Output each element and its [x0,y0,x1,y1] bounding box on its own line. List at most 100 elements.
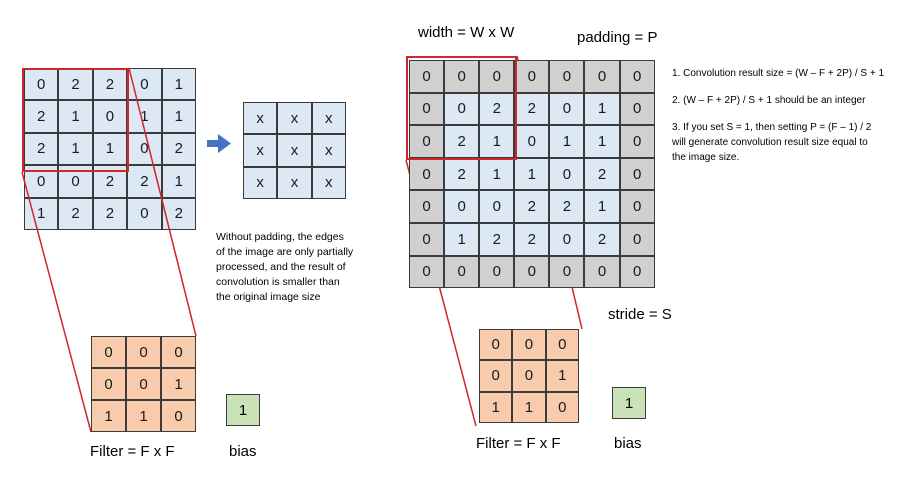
grid-cell: 1 [512,391,546,423]
note-line: will generate convolution result size eq… [672,137,868,148]
grid-cell: 0 [479,190,515,223]
grid-cell: 2 [444,157,480,191]
grid-cell: 1 [126,400,161,432]
grid-cell: 2 [514,190,550,223]
grid-cell: 0 [619,157,655,191]
grid-cell: x [243,166,278,199]
grid-cell: 0 [444,190,480,223]
grid-cell: 0 [161,336,196,368]
grid-cell: 0 [545,329,579,361]
grid-cell: 0 [479,329,513,361]
grid-cell: 1 [161,100,196,133]
grid-cell: 0 [479,360,513,392]
grid-cell: x [277,102,312,135]
grid-cell: 0 [619,92,655,126]
grid-cell: 1 [584,92,620,126]
grid-cell: 0 [409,60,445,93]
grid-cell: 0 [479,255,515,289]
note-line: processed, and the result of [216,261,346,273]
note-line: 1. Convolution result size = (W – F + 2P… [672,68,885,79]
projection-line [128,67,197,337]
grid-cell: 2 [92,197,128,230]
grid-cell: 0 [512,360,546,392]
projection-line [21,171,92,433]
grid-cell: 2 [127,165,162,198]
grid-cell: 1 [92,132,128,166]
grid-cell: 1 [545,360,579,392]
grid-cell: 0 [619,125,655,158]
grid-cell: 0 [409,222,445,256]
note-line: 2. (W – F + 2P) / S + 1 should be an int… [672,95,866,106]
grid-cell: 0 [126,336,161,368]
grid-cell: x [311,102,346,135]
grid-cell: 0 [514,125,550,158]
grid-cell: 0 [409,125,445,158]
grid-cell: 2 [161,197,196,230]
grid-cell: 0 [409,190,445,223]
grid-cell: 0 [512,329,546,361]
width-label: width = W x W [418,24,515,41]
grid-cell: 1 [161,165,196,198]
grid-cell: 2 [514,92,550,126]
grid-cell: x [277,134,312,167]
receptive-field-highlight [22,68,129,172]
grid-cell: 2 [58,197,93,230]
grid-cell: 2 [479,222,515,256]
grid-cell: 0 [92,100,128,133]
note-line: the original image size [216,291,321,303]
grid-cell: 0 [549,255,585,289]
grid-cell: 2 [549,190,585,223]
grid-cell: 0 [444,60,480,93]
note-line: of the image are only partially [216,246,354,258]
grid-cell: 1 [91,400,126,432]
bias-label: bias [229,443,257,460]
grid-cell: x [311,134,346,167]
grid-cell: 0 [444,92,480,126]
grid-cell: 0 [545,391,579,423]
grid-cell: x [277,166,312,199]
grid-cell: 1 [584,125,620,158]
grid-cell: x [243,102,278,135]
bias-box: 1 [226,394,260,426]
note-line: Without padding, the edges [216,231,344,243]
grid-cell: 0 [409,92,445,126]
grid-cell: 2 [24,100,59,133]
grid-cell: 2 [479,92,515,126]
grid-cell: 0 [514,255,550,289]
grid-cell: 0 [619,190,655,223]
grid-cell: 1 [479,391,513,423]
bias-box: 1 [612,387,646,419]
grid-cell: 0 [619,255,655,289]
grid-cell: 0 [91,336,126,368]
grid-cell: 2 [24,132,59,166]
grid-cell: 2 [58,68,93,101]
padding-label: padding = P [577,29,658,46]
grid-cell: 0 [127,197,162,230]
grid-cell: 0 [161,400,196,432]
grid-cell: 1 [584,190,620,223]
note-line: the image size. [672,152,740,163]
grid-cell: 0 [584,255,620,289]
grid-cell: 1 [479,157,515,191]
grid-cell: 2 [584,222,620,256]
grid-cell: 2 [444,125,480,158]
stride-label: stride = S [608,306,672,323]
grid-cell: 0 [584,60,620,93]
grid-cell: 1 [58,132,93,166]
grid-cell: 2 [161,132,196,166]
grid-cell: 2 [514,222,550,256]
grid-cell: 0 [126,368,161,400]
filter-label: Filter = F x F [90,443,175,460]
grid-cell: 1 [161,368,196,400]
grid-cell: 0 [549,92,585,126]
receptive-field-highlight [406,56,517,160]
grid-cell: 1 [514,157,550,191]
grid-cell: x [243,134,278,167]
grid-cell: 0 [409,255,445,289]
grid-cell: 1 [549,125,585,158]
grid-cell: 2 [584,157,620,191]
grid-cell: 0 [409,157,445,191]
